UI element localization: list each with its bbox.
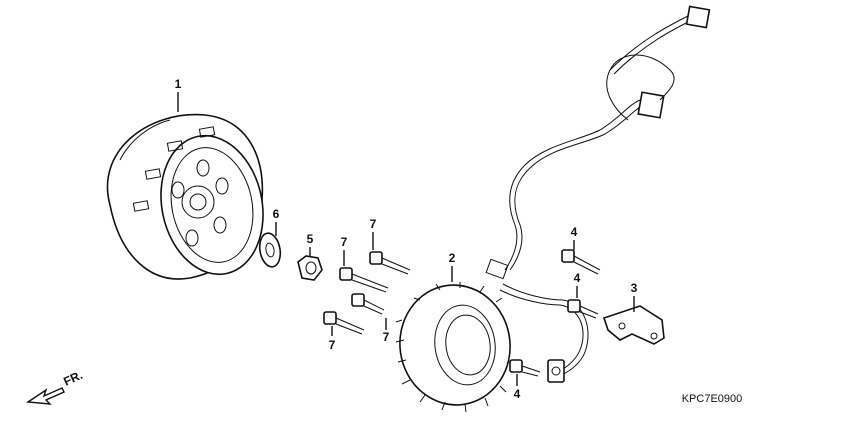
- front-arrow-icon: [25, 387, 65, 405]
- front-label: FR.: [61, 368, 84, 389]
- stator-wiring: [499, 5, 711, 383]
- nut-part: [297, 255, 323, 281]
- callout-2: 2: [449, 251, 456, 265]
- stator-part: [395, 258, 511, 413]
- bolt7-d: [323, 311, 365, 335]
- bolt7-b: [339, 267, 389, 293]
- callout-7b: 7: [341, 235, 348, 249]
- callout-4-lower: 4: [514, 387, 521, 401]
- callout-1: 1: [175, 77, 182, 91]
- callout-4-upper: 4: [571, 225, 578, 239]
- bolt7-c: [351, 293, 385, 315]
- callout-3: 3: [631, 281, 638, 295]
- bolt7-a: [369, 251, 411, 275]
- callout-7a: 7: [370, 217, 377, 231]
- washer-part: [258, 232, 282, 268]
- bolt4-mid: [567, 299, 599, 319]
- bolt4-lower: [509, 359, 541, 377]
- bracket-part: [602, 305, 665, 345]
- callout-6: 6: [273, 207, 280, 221]
- diagram-code: KPC7E0900: [682, 393, 743, 405]
- flywheel-part: [106, 113, 264, 280]
- callout-7d: 7: [329, 338, 336, 352]
- callout-7c: 7: [383, 330, 390, 344]
- callout-5: 5: [307, 232, 314, 246]
- callout-4-mid: 4: [574, 271, 581, 285]
- bolt4-upper: [561, 249, 601, 275]
